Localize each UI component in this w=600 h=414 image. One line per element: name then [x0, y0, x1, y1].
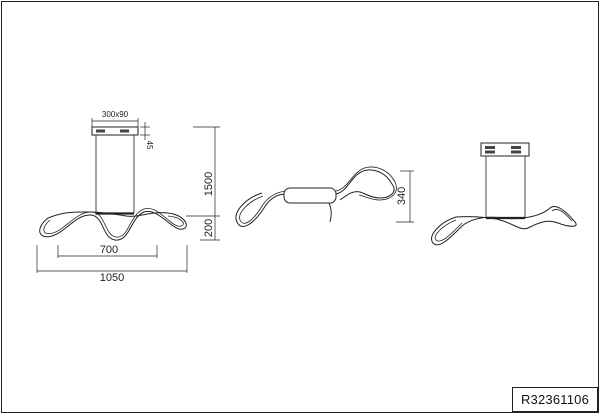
product-code: R32361106 [520, 392, 590, 407]
side-light-body-inner [434, 209, 573, 242]
depth-label: 340 [396, 187, 408, 205]
front-canopy [91, 126, 139, 136]
top-canopy [283, 187, 337, 204]
side-view [431, 142, 577, 246]
top-view: 340 [235, 166, 414, 227]
front-light-body-inner [43, 208, 184, 238]
front-view: 300x90 45 1500 200 700 1050 [36, 110, 220, 284]
inner-width-label: 700 [100, 244, 118, 256]
canopy-slot-left [96, 129, 105, 133]
canopy-height-label: 45 [145, 141, 154, 150]
canopy-size-label: 300x90 [102, 110, 129, 119]
canopy-slot-right [120, 129, 129, 133]
top-light-body-inner [239, 166, 397, 224]
total-height-label: 1500 [203, 172, 215, 196]
body-height-label: 200 [203, 219, 215, 237]
side-light-body-outer [431, 206, 577, 246]
side-canopy [480, 142, 530, 157]
product-code-box: R32361106 [512, 387, 598, 412]
overall-width-label: 1050 [100, 272, 124, 284]
